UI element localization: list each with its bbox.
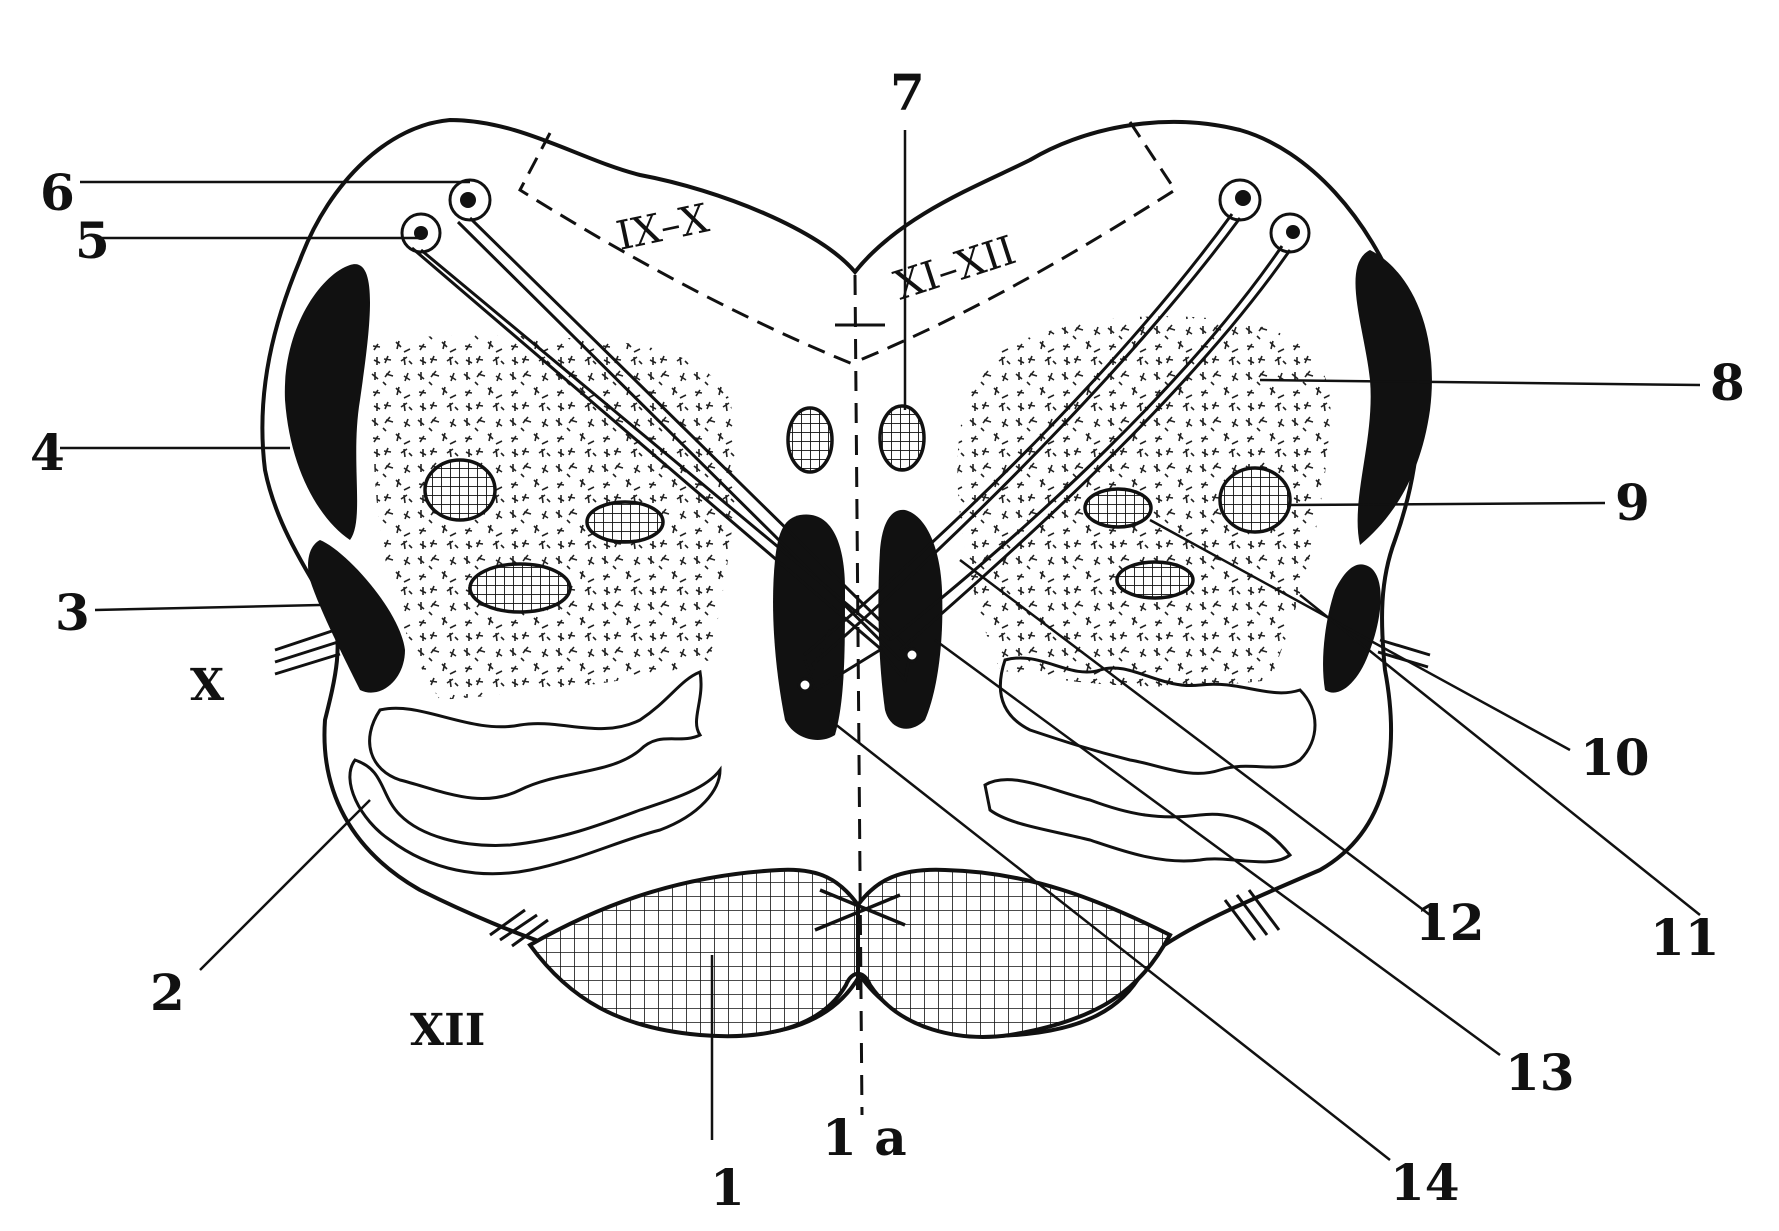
crossing-fiber-tracts [411,213,1292,693]
label-2: 2 [150,963,185,1022]
label-6: 6 [40,163,75,222]
medial-lemniscus-right [878,509,943,729]
leader-lines [60,130,1701,1161]
spinal-nucleus-right [1323,564,1381,693]
nucleus-right-11 [1115,560,1195,600]
inferior-olive-left-outer [368,669,703,801]
label-9: 9 [1615,473,1650,532]
inferior-olive-right-outer [998,656,1317,775]
label-14: 14 [1390,1153,1460,1212]
medial-longitudinal-fasciculus-right [878,404,926,472]
label-1: 1 [710,1158,745,1217]
pyramidal-decussation-mark [814,888,906,932]
label-4: 4 [30,423,65,482]
label-nerve-x: X [190,660,225,711]
nucleus-right-9 [1218,466,1292,534]
pyramids [527,867,1173,1039]
label-nuclei-xi-xii: XI–XII [889,227,1021,309]
label-nuclei-ix-x: IX–X [613,195,714,259]
olive-accessory-left [468,562,572,614]
spinal-nucleus-left [308,540,405,693]
spinal-trigeminal-tract-left [284,264,370,540]
label-10: 10 [1580,728,1650,787]
median-fissure-midline [853,274,864,1116]
nuclei-region-dashed-left [518,132,856,367]
label-8: 8 [1710,353,1745,412]
nucleus-ambiguus-left [423,458,497,522]
label-11: 11 [1650,908,1720,967]
nerve-x-root-left [274,628,341,676]
medial-lemniscus-left [773,514,845,740]
inferior-olive-right [983,778,1293,864]
label-5: 5 [75,211,110,270]
solitary-nucleus-left [585,500,665,544]
label-12: 12 [1415,893,1485,952]
label-1a: 1 a [822,1108,907,1167]
inferior-olive-left [348,758,722,876]
label-13: 13 [1505,1043,1575,1102]
label-7: 7 [890,63,925,122]
label-nerve-xii: XII [410,1005,485,1056]
nerve-xii-root-left [489,908,549,948]
nerve-xii-root-right [1223,889,1281,941]
reticular-formation-left [369,335,737,700]
medial-longitudinal-fasciculus-left [786,406,834,474]
spinal-trigeminal-tract-right [1355,250,1432,545]
nucleus-right-10 [1083,487,1153,529]
label-3: 3 [55,583,90,642]
